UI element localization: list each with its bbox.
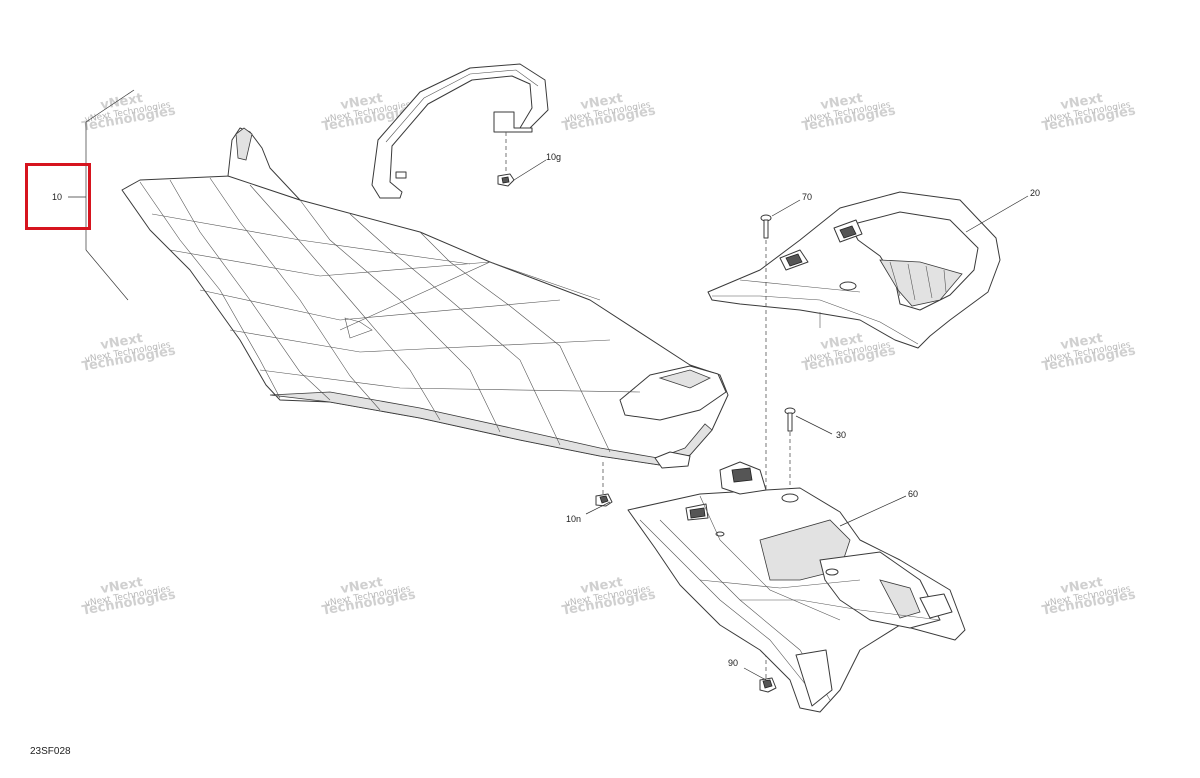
watermark-brand: vNext <box>1059 575 1104 597</box>
leader-lines <box>68 89 1029 681</box>
watermark-brand: vNext <box>1059 331 1104 353</box>
screw-30[interactable] <box>784 407 796 500</box>
callout-10n[interactable]: 10n <box>566 514 581 524</box>
watermark-brand: vNext <box>99 575 144 597</box>
nut-90[interactable] <box>759 677 777 693</box>
selected-callout-highlight <box>25 163 91 230</box>
nut-10n[interactable] <box>595 462 613 507</box>
watermark-brand: vNext <box>819 331 864 353</box>
diagram-code: 23SF028 <box>30 746 71 757</box>
callout-60[interactable]: 60 <box>908 489 918 499</box>
callout-labels: 10 10g 10n 20 30 60 70 90 <box>52 152 1040 668</box>
callout-90[interactable]: 90 <box>728 658 738 668</box>
callout-70[interactable]: 70 <box>802 192 812 202</box>
screw-70[interactable] <box>760 214 772 239</box>
callout-20[interactable]: 20 <box>1030 188 1040 198</box>
rear-seat-support[interactable] <box>627 461 966 713</box>
watermark-brand: vNext <box>1059 91 1104 113</box>
watermark-brand: vNext <box>579 575 624 597</box>
seat-strap-bracket[interactable] <box>371 63 549 199</box>
watermark-brand: vNext <box>819 91 864 113</box>
watermark-brand: vNext <box>339 575 384 597</box>
callout-10g[interactable]: 10g <box>546 152 561 162</box>
callout-30[interactable]: 30 <box>836 430 846 440</box>
watermark-brand: vNext <box>339 91 384 113</box>
callout-10[interactable]: 10 <box>52 192 62 202</box>
seat-assembly[interactable] <box>121 127 729 469</box>
watermark-brand: vNext <box>99 91 144 113</box>
watermark-brand: vNext <box>99 331 144 353</box>
watermark-brand: vNext <box>579 91 624 113</box>
rear-grab-handle[interactable] <box>707 191 1001 680</box>
